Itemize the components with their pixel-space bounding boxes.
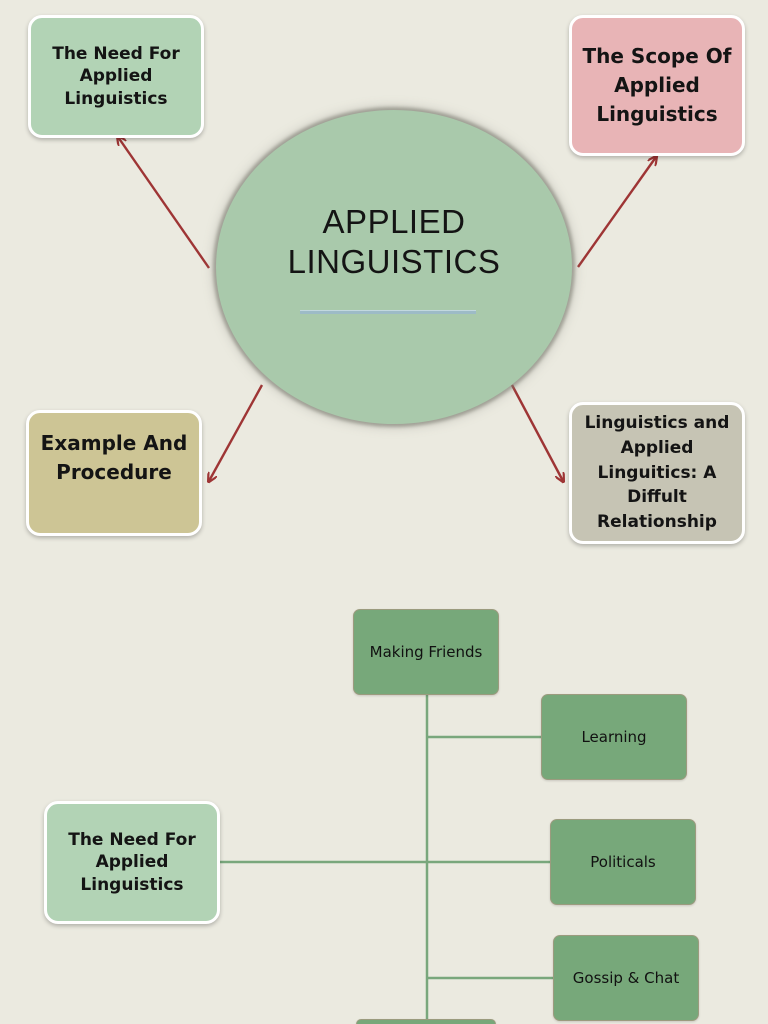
node-example-line: Procedure	[56, 460, 172, 484]
tree-branch-label: Gossip & Chat	[572, 969, 680, 987]
node-relationship-line: Diffult	[627, 487, 687, 508]
tree-side-need: The Need For Applied Linguistics	[44, 801, 220, 924]
node-relationship-line: Linguitics: A	[597, 462, 717, 483]
tree-node-cut-off	[356, 1019, 496, 1024]
node-example: Example And Procedure	[26, 410, 202, 536]
node-need-line: Linguistics	[64, 88, 168, 109]
arrow-to-need	[118, 137, 210, 269]
tree-branch-politicals-box: Politicals	[550, 819, 696, 905]
tree-branch-learning-box: Learning	[541, 694, 687, 780]
arrow-to-scope	[577, 157, 656, 268]
arrow-to-relationship	[510, 384, 563, 481]
tree-branch-gossip-box: Gossip & Chat	[553, 935, 699, 1021]
node-need-line: Applied	[79, 66, 153, 87]
node-relationship-line: Relationship	[597, 512, 717, 533]
tree-side-line: Applied	[95, 852, 169, 873]
node-scope-line: Linguistics	[596, 102, 718, 126]
center-title: APPLIED LINGUISTICS	[216, 202, 572, 283]
center-divider	[300, 310, 476, 314]
node-scope: The Scope Of Applied Linguistics	[569, 15, 745, 156]
center-node: APPLIED LINGUISTICS	[216, 110, 572, 424]
node-relationship: Linguistics and Applied Linguitics: A Di…	[569, 402, 745, 544]
tree-side-line: Linguistics	[80, 874, 184, 895]
node-need-line: The Need For	[52, 43, 180, 64]
node-relationship-line: Linguistics and	[584, 412, 730, 433]
node-scope-line: Applied	[614, 73, 700, 97]
arrow-to-example	[209, 384, 264, 481]
center-title-line2: LINGUISTICS	[287, 243, 501, 281]
center-title-line1: APPLIED	[322, 203, 466, 240]
node-example-line: Example And	[40, 431, 188, 455]
node-scope-line: The Scope Of	[582, 44, 732, 68]
tree-branch-label: Politicals	[590, 853, 656, 871]
tree-root-label: Making Friends	[369, 643, 483, 661]
tree-side-line: The Need For	[68, 829, 196, 850]
tree-branch-label: Learning	[581, 728, 647, 746]
tree-root-making-friends: Making Friends	[353, 609, 499, 695]
node-need: The Need For Applied Linguistics	[28, 15, 204, 138]
node-relationship-line: Applied	[620, 437, 694, 458]
